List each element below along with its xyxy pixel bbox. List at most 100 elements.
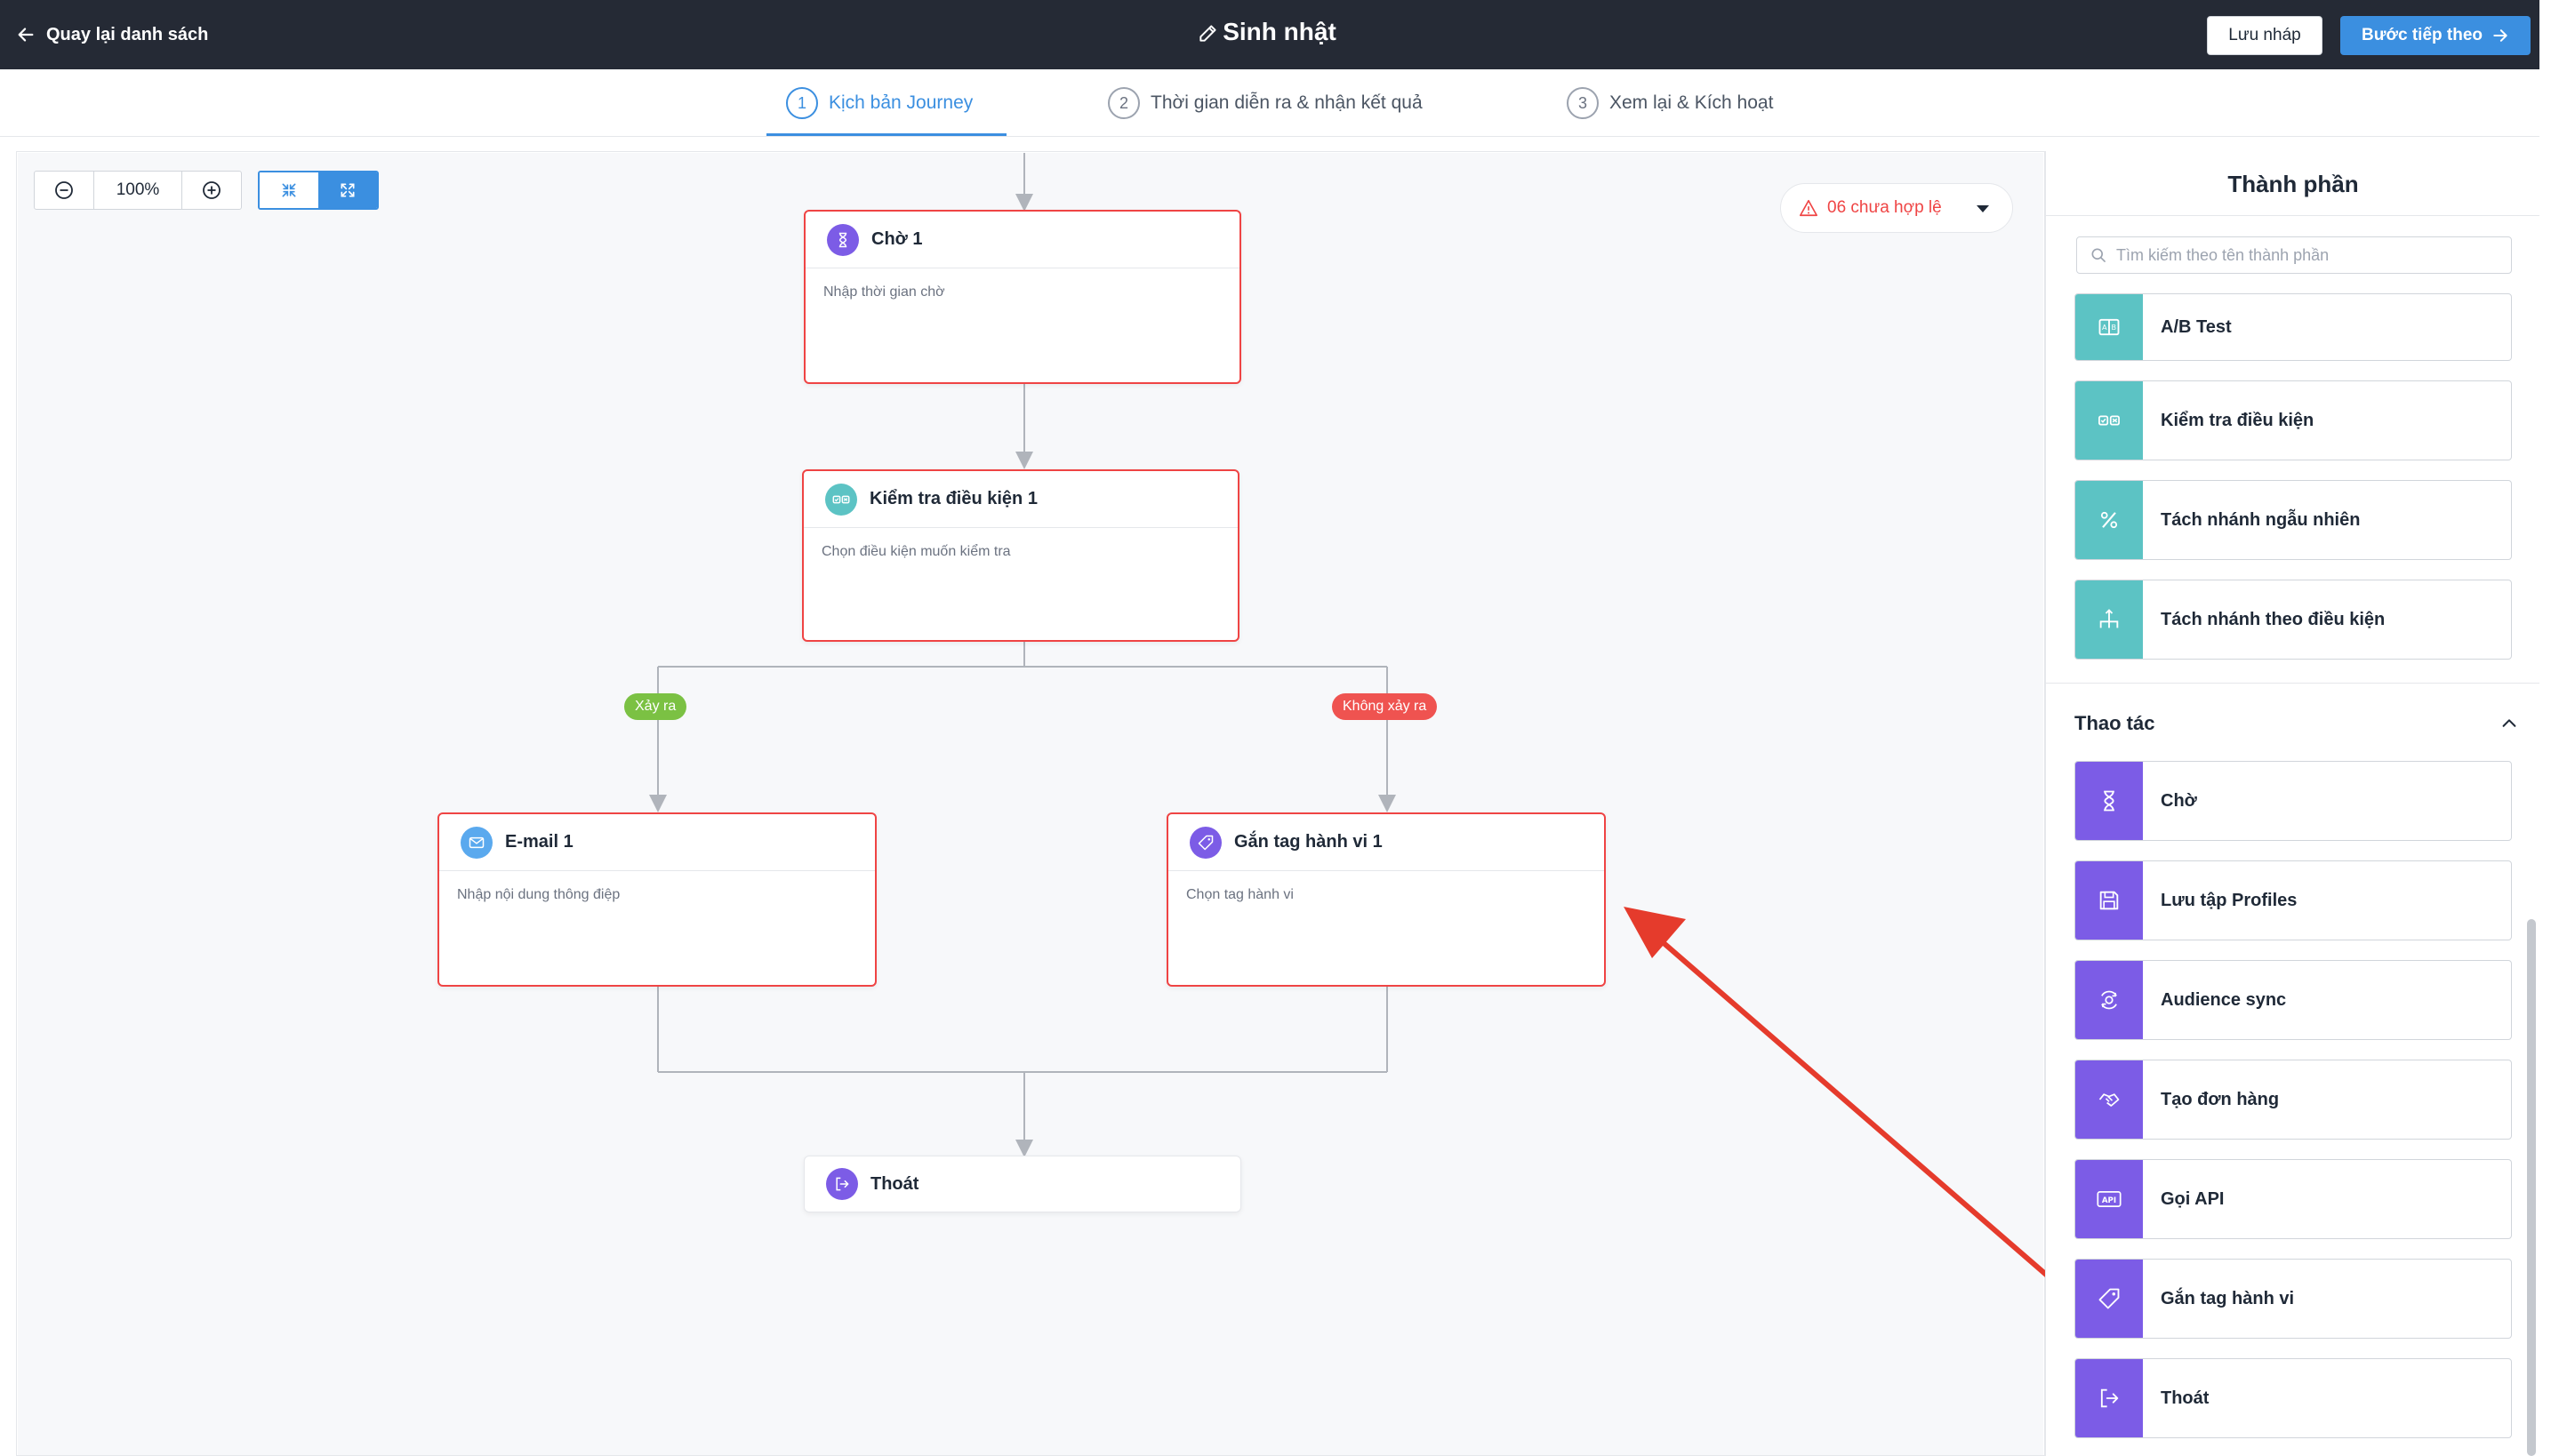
component-check-condition[interactable]: Kiểm tra điều kiện bbox=[2074, 380, 2512, 460]
invalid-count-label: 06 chưa hợp lệ bbox=[1827, 198, 1942, 217]
next-step-label: Bước tiếp theo bbox=[2362, 26, 2483, 44]
component-search-input[interactable] bbox=[2116, 245, 2490, 265]
fit-view-toggle bbox=[258, 171, 379, 210]
svg-text:API: API bbox=[2102, 1196, 2116, 1205]
search-icon bbox=[2091, 248, 2106, 262]
top-bar: Quay lại danh sách Sinh nhật Lưu nháp Bư… bbox=[0, 0, 2559, 69]
component-search[interactable] bbox=[2076, 236, 2512, 274]
scrollbar-track bbox=[2539, 0, 2559, 1456]
mail-icon bbox=[461, 826, 493, 859]
handshake-icon bbox=[2075, 1060, 2143, 1139]
node-description: Nhập nội dung thông điệp bbox=[457, 887, 621, 902]
node-tag-behavior[interactable]: Gắn tag hành vi 1 Chọn tag hành vi bbox=[1167, 812, 1606, 987]
node-email[interactable]: E-mail 1 Nhập nội dung thông điệp bbox=[437, 812, 877, 987]
component-label: Kiểm tra điều kiện bbox=[2161, 410, 2314, 430]
api-icon: API bbox=[2075, 1160, 2143, 1238]
component-label: Gọi API bbox=[2161, 1188, 2225, 1209]
component-label: A/B Test bbox=[2161, 316, 2232, 337]
node-description: Chọn điều kiện muốn kiểm tra bbox=[822, 544, 1011, 559]
component-label: Tách nhánh ngẫu nhiên bbox=[2161, 509, 2361, 530]
zoom-in-button[interactable] bbox=[182, 172, 241, 209]
component-label: Chờ bbox=[2161, 790, 2197, 811]
zoom-out-icon bbox=[55, 181, 73, 199]
tab-step-3[interactable]: 3 Xem lại & Kích hoạt bbox=[1567, 85, 1773, 121]
condition-check-icon bbox=[825, 483, 857, 516]
panel-title: Thành phần bbox=[2227, 171, 2359, 197]
node-check-condition[interactable]: Kiểm tra điều kiện 1 Chọn điều kiện muốn… bbox=[802, 469, 1239, 642]
next-step-button[interactable]: Bước tiếp theo bbox=[2340, 16, 2531, 55]
component-exit[interactable]: Thoát bbox=[2074, 1358, 2512, 1438]
step-number: 3 bbox=[1567, 87, 1599, 119]
back-link-label: Quay lại danh sách bbox=[46, 24, 209, 44]
step-number: 1 bbox=[786, 87, 818, 119]
steps-bar: 1 Kịch bản Journey 2 Thời gian diễn ra &… bbox=[0, 69, 2559, 137]
condition-check-icon bbox=[2075, 381, 2143, 460]
node-title: Gắn tag hành vi 1 bbox=[1234, 832, 1383, 852]
component-label: Tách nhánh theo điều kiện bbox=[2161, 609, 2386, 629]
tag-icon bbox=[1190, 826, 1222, 859]
tab-step-2[interactable]: 2 Thời gian diễn ra & nhận kết quả bbox=[1108, 85, 1423, 121]
active-step-underline bbox=[766, 133, 1007, 136]
node-title: E-mail 1 bbox=[505, 832, 574, 852]
divider bbox=[2046, 215, 2540, 216]
component-call-api[interactable]: API Gọi API bbox=[2074, 1159, 2512, 1239]
zoom-out-button[interactable] bbox=[35, 172, 93, 209]
component-label: Audience sync bbox=[2161, 989, 2287, 1010]
component-label: Gắn tag hành vi bbox=[2161, 1288, 2295, 1308]
warning-icon bbox=[1800, 199, 1817, 217]
tab-step-1[interactable]: 1 Kịch bản Journey bbox=[786, 85, 973, 121]
invalid-count-dropdown[interactable]: 06 chưa hợp lệ bbox=[1780, 183, 2013, 233]
zoom-level: 100% bbox=[93, 172, 182, 209]
component-tag-behavior[interactable]: Gắn tag hành vi bbox=[2074, 1259, 2512, 1339]
step-label: Xem lại & Kích hoạt bbox=[1609, 92, 1774, 113]
branch-no-tag: Không xảy ra bbox=[1332, 693, 1438, 720]
collapse-view-button[interactable] bbox=[260, 172, 318, 208]
actions-section-toggle[interactable]: Thao tác bbox=[2074, 708, 2519, 740]
node-description: Nhập thời gian chờ bbox=[823, 284, 945, 300]
tag-icon bbox=[2075, 1260, 2143, 1338]
component-conditional-split[interactable]: Tách nhánh theo điều kiện bbox=[2074, 580, 2512, 660]
hourglass-icon bbox=[2075, 762, 2143, 840]
page-title: Sinh nhật bbox=[1223, 18, 1336, 45]
hourglass-icon bbox=[827, 223, 859, 256]
panel-scrollbar[interactable] bbox=[2527, 919, 2536, 1456]
component-label: Tạo đơn hàng bbox=[2161, 1089, 2280, 1109]
component-create-order[interactable]: Tạo đơn hàng bbox=[2074, 1060, 2512, 1140]
edit-icon[interactable] bbox=[1197, 21, 1220, 44]
node-title: Chờ 1 bbox=[871, 229, 923, 249]
back-to-list-link[interactable]: Quay lại danh sách bbox=[16, 21, 208, 48]
step-label: Kịch bản Journey bbox=[829, 92, 974, 113]
caret-down-icon bbox=[1977, 205, 1989, 212]
svg-text:B: B bbox=[2111, 323, 2116, 332]
branch-yes-tag: Xảy ra bbox=[624, 693, 687, 720]
exit-icon bbox=[2075, 1359, 2143, 1437]
component-audience-sync[interactable]: Audience sync bbox=[2074, 960, 2512, 1040]
collapse-icon bbox=[282, 183, 296, 197]
step-number: 2 bbox=[1108, 87, 1140, 119]
percent-icon bbox=[2075, 481, 2143, 559]
chevron-up-icon bbox=[2502, 719, 2516, 727]
component-random-split[interactable]: Tách nhánh ngẫu nhiên bbox=[2074, 480, 2512, 560]
component-label: Lưu tập Profiles bbox=[2161, 890, 2298, 910]
component-wait[interactable]: Chờ bbox=[2074, 761, 2512, 841]
zoom-control: 100% bbox=[34, 171, 242, 210]
node-title: Thoát bbox=[870, 1173, 919, 1194]
arrow-left-icon bbox=[18, 28, 34, 42]
component-label: Thoát bbox=[2161, 1388, 2210, 1408]
svg-text:A: A bbox=[2102, 323, 2107, 332]
audience-sync-icon bbox=[2075, 961, 2143, 1039]
arrow-right-icon bbox=[2493, 29, 2507, 42]
expand-view-button[interactable] bbox=[318, 172, 377, 208]
exit-icon bbox=[826, 1168, 858, 1200]
node-exit[interactable]: Thoát bbox=[804, 1156, 1241, 1212]
node-description: Chọn tag hành vi bbox=[1186, 887, 1294, 902]
divider bbox=[2046, 683, 2540, 684]
node-wait[interactable]: Chờ 1 Nhập thời gian chờ bbox=[804, 210, 1241, 384]
branch-split-icon bbox=[2075, 580, 2143, 659]
component-save-profiles[interactable]: Lưu tập Profiles bbox=[2074, 860, 2512, 940]
save-icon bbox=[2075, 861, 2143, 940]
node-title: Kiểm tra điều kiện 1 bbox=[870, 489, 1038, 508]
save-draft-button[interactable]: Lưu nháp bbox=[2207, 16, 2322, 55]
